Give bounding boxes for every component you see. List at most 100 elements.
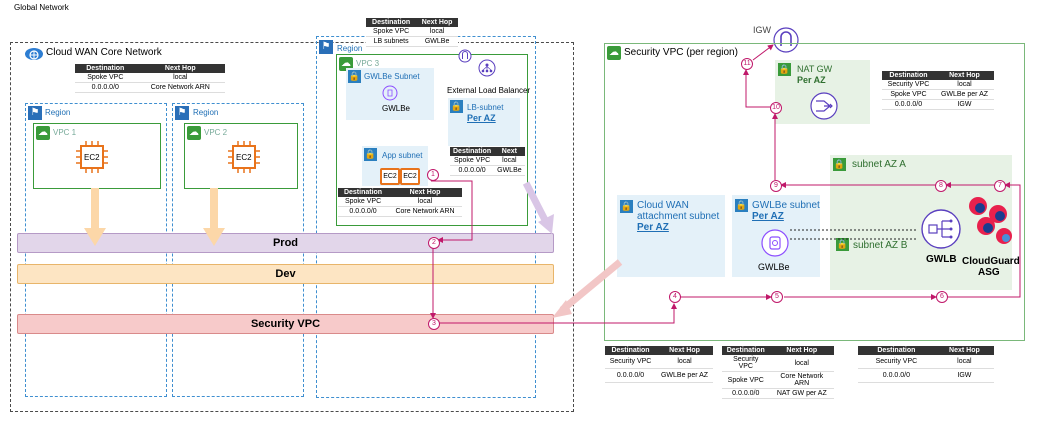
vpc1-attachment-arrow bbox=[84, 188, 106, 246]
nat-gateway-icon bbox=[810, 92, 838, 120]
subnet-az-b-label: subnet AZ B bbox=[853, 240, 908, 251]
ec2-icon: EC2 bbox=[400, 168, 420, 185]
gwlbe-endpoint-icon bbox=[760, 228, 790, 258]
rt-cell: 0.0.0.0/0 bbox=[882, 99, 935, 110]
region-1-label: Region bbox=[45, 108, 71, 117]
security-vpc bbox=[604, 43, 1025, 341]
route-path bbox=[430, 44, 1021, 324]
lock-icon: 🔒 bbox=[836, 238, 849, 251]
ec2-icon bbox=[227, 140, 261, 174]
ec2-icon: EC2 bbox=[380, 168, 400, 185]
natgw-label: NAT GW bbox=[797, 64, 833, 74]
rt-cell: Security VPC bbox=[722, 355, 770, 372]
core-network-box bbox=[10, 42, 574, 412]
rt-cell: 0.0.0.0/0 bbox=[450, 165, 495, 176]
rt-cell: local bbox=[416, 27, 458, 37]
rt-cell: local bbox=[494, 156, 525, 166]
rt-header: Next Hop bbox=[769, 346, 834, 355]
rt-header: Destination bbox=[366, 18, 417, 27]
rt-cell: Core Network ARN bbox=[388, 206, 462, 217]
vpc-cloud-icon: ☁ bbox=[607, 46, 621, 60]
vpc-cloud-icon: ☁ bbox=[339, 57, 353, 71]
rt-header: Destination bbox=[338, 188, 389, 197]
rt-cell: Security VPC bbox=[858, 355, 935, 369]
vpc-1-label: VPC 1 bbox=[53, 128, 77, 137]
gwlb-label: GWLB bbox=[926, 254, 957, 265]
rt-header: Destination bbox=[722, 346, 770, 355]
lock-icon: 🔒 bbox=[364, 148, 377, 161]
rt-header: Next Hop bbox=[656, 346, 713, 355]
gateway-icon bbox=[458, 49, 472, 63]
rt-cell: GWLBe bbox=[494, 165, 525, 176]
lock-icon: 🔒 bbox=[833, 158, 846, 171]
rt-cell: Security VPC bbox=[605, 355, 657, 369]
step-badge: 7 bbox=[994, 180, 1006, 192]
rt-header: Destination bbox=[75, 64, 136, 73]
rt-header: Next Hop bbox=[934, 346, 994, 355]
lb-subnet-per-az: Per AZ bbox=[467, 113, 496, 123]
vpc-2-label: VPC 2 bbox=[204, 128, 228, 137]
rt-cell: 0.0.0.0/0 bbox=[605, 368, 657, 383]
rt-cell: IGW bbox=[934, 99, 994, 110]
rt-cell: Spoke VPC bbox=[338, 197, 389, 207]
vpc3-attachment-arrow bbox=[522, 181, 554, 234]
step-badge: 1 bbox=[427, 169, 439, 181]
security-vpc-attachment-arrow bbox=[552, 259, 623, 318]
step-badge: 11 bbox=[741, 58, 753, 70]
rt-cell: local bbox=[934, 80, 994, 90]
region-flag-icon: ⚑ bbox=[319, 40, 333, 54]
igw-label: IGW bbox=[753, 25, 771, 35]
step-badge: 10 bbox=[770, 102, 782, 114]
step-badge: 5 bbox=[771, 291, 783, 303]
rt-cell: local bbox=[388, 197, 462, 207]
rt-cell: IGW bbox=[934, 368, 994, 383]
cloudguard-icon bbox=[960, 192, 1018, 250]
step-badge: 9 bbox=[770, 180, 782, 192]
subnet-az-a-label: subnet AZ A bbox=[852, 159, 906, 170]
rt-header: Destination bbox=[605, 346, 657, 355]
lock-icon: 🔒 bbox=[348, 70, 361, 83]
cloud-wan-attachment-subnet bbox=[617, 195, 725, 277]
region-flag-icon: ⚑ bbox=[175, 106, 189, 120]
rt-cell: Security VPC bbox=[882, 80, 935, 90]
rt-header: Destination bbox=[450, 147, 495, 156]
cloudguard-label: CloudGuard bbox=[962, 256, 1020, 267]
rt-cell: Spoke VPC bbox=[882, 89, 935, 100]
region-3-label: Region bbox=[337, 44, 363, 53]
rt-cell: LB subnets bbox=[366, 36, 417, 47]
elb-label: External Load Balancer bbox=[447, 86, 531, 95]
vpc-3 bbox=[336, 54, 528, 226]
internet-gateway-icon bbox=[773, 27, 799, 53]
rt-header: Next Hop bbox=[135, 64, 225, 73]
rt-cell: local bbox=[135, 73, 225, 83]
rt-cell: Spoke VPC bbox=[450, 156, 495, 166]
ec2-label: EC2 bbox=[84, 153, 100, 162]
rt-cell: GWLBe bbox=[416, 36, 458, 47]
cw-subnet-label-line2: attachment subnet bbox=[637, 211, 720, 222]
gwlbe-subnet-label: GWLBe subnet bbox=[752, 200, 820, 211]
rt-cell: Core Network ARN bbox=[135, 82, 225, 93]
gwlbe-endpoint-icon bbox=[382, 85, 398, 101]
region-flag-icon: ⚑ bbox=[28, 106, 42, 120]
rt-header: Next Hop bbox=[934, 71, 994, 80]
rt-cell: Spoke VPC bbox=[366, 27, 417, 37]
segment-prod: Prod bbox=[17, 233, 554, 253]
rt-cell: 0.0.0.0/0 bbox=[75, 82, 136, 93]
rt-cell: 0.0.0.0/0 bbox=[338, 206, 389, 217]
lock-icon: 🔒 bbox=[450, 100, 463, 113]
rt-cell: Core Network ARN bbox=[769, 371, 834, 389]
cloud-wan-icon bbox=[24, 43, 44, 63]
step-badge: 2 bbox=[428, 237, 440, 249]
rt-cell: Spoke VPC bbox=[75, 73, 136, 83]
vpc-cloud-icon: ☁ bbox=[187, 126, 201, 140]
rt-header: Destination bbox=[882, 71, 935, 80]
gwlb-icon bbox=[920, 208, 962, 250]
segment-security: Security VPC bbox=[17, 314, 554, 334]
rt-cell: local bbox=[934, 355, 994, 369]
